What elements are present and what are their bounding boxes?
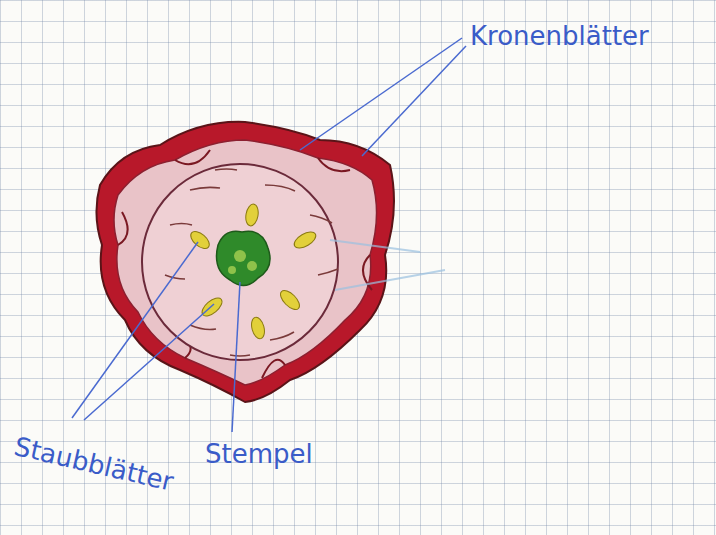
- part-label: Stempel: [205, 440, 313, 469]
- petal-hatching: [165, 169, 338, 356]
- petal-edges: [118, 150, 372, 378]
- outer-petals: [96, 122, 394, 402]
- part-label: Staubblätter: [12, 432, 177, 496]
- part-label: Kronenblätter: [470, 22, 649, 51]
- pistil: [217, 231, 271, 285]
- petal-inner: [114, 140, 377, 385]
- flower-ring: [142, 164, 338, 360]
- blue-marks: [330, 240, 445, 290]
- stamens: [188, 203, 319, 340]
- leader-lines: [72, 38, 466, 432]
